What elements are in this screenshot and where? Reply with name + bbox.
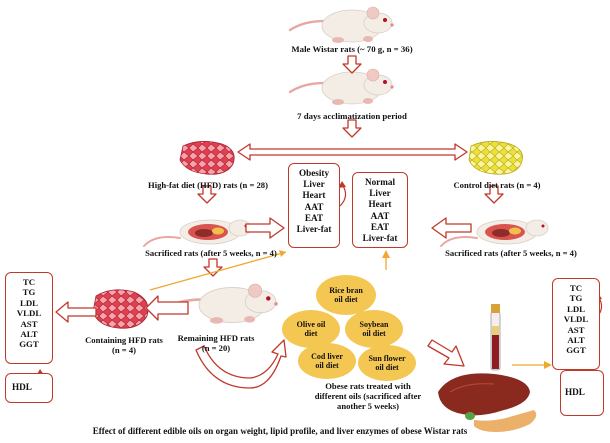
- hdl-right-box: HDL: [560, 370, 604, 416]
- containing-hfd-label: Containing HFD rats(n = 4): [85, 335, 163, 355]
- rat-icon: [288, 5, 395, 45]
- acclimatization-label: 7 days acclimatization period: [297, 111, 407, 121]
- remaining-hfd-label: Remaining HFD rats(n = 20): [177, 333, 255, 353]
- orange-arrow-icon: [279, 250, 286, 257]
- fat-tissue-icon: [92, 289, 149, 329]
- sacrificed-left-label: Sacrificed rats (after 5 weeks, n = 4): [145, 248, 277, 258]
- hfd-rats-label: High-fat diet (HFD) rats (n = 28): [148, 180, 268, 190]
- curved-arrow-icon: [195, 339, 287, 389]
- blood-tube-icon: [490, 304, 501, 371]
- double-arrow-icon: [237, 143, 468, 161]
- down-arrow-icon: [342, 119, 362, 138]
- right-arrow-icon: [427, 339, 465, 367]
- sacrificed-right-label: Sacrificed rats (after 5 weeks, n = 4): [445, 248, 577, 258]
- rat-dissection-icon: [143, 219, 252, 247]
- down-arrow-icon: [342, 55, 362, 74]
- fat-tissue-icon: [468, 141, 523, 175]
- orange-arrow-icon: [544, 361, 552, 369]
- left-arrow-icon: [55, 301, 97, 323]
- right-arrow-icon: [245, 217, 285, 239]
- liver-icon: [438, 373, 530, 416]
- hdl-left-box: HDL: [5, 373, 53, 403]
- down-arrow-icon: [203, 258, 223, 277]
- control-rats-label: Control diet rats (n = 4): [453, 180, 541, 190]
- fat-tissue-icon: [179, 141, 235, 175]
- figure-caption: Effect of different edible oils on organ…: [92, 426, 468, 436]
- pancreas-icon: [465, 410, 537, 432]
- rat-icon: [288, 67, 395, 107]
- left-arrow-icon: [431, 217, 472, 239]
- male-rats-label: Male Wistar rats (~ 70 g, n = 36): [291, 44, 413, 54]
- orange-arrow-icon: [382, 250, 390, 258]
- left-arrow-icon: [145, 295, 189, 321]
